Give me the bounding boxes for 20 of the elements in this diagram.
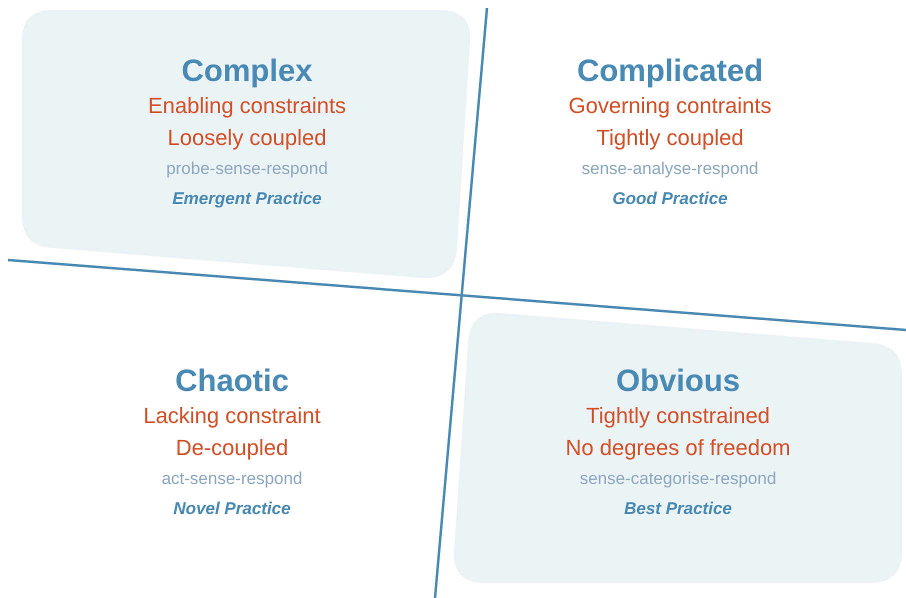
domain-heading: Obvious [616, 362, 740, 400]
approach-text: act-sense-respond [162, 468, 302, 490]
constraint-text: Lacking constraint [143, 402, 321, 430]
approach-text: probe-sense-respond [166, 158, 328, 180]
domain-heading: Complex [182, 52, 312, 90]
coupling-text: De-coupled [176, 434, 288, 462]
practice-text: Emergent Practice [172, 188, 322, 210]
coupling-text: Loosely coupled [167, 124, 326, 152]
constraint-text: Tightly constrained [586, 402, 770, 430]
constraint-text: Governing contraints [568, 92, 772, 120]
practice-text: Good Practice [612, 188, 728, 210]
coupling-text: No degrees of freedom [565, 434, 791, 462]
constraint-text: Enabling constraints [148, 92, 346, 120]
coupling-text: Tightly coupled [596, 124, 744, 152]
approach-text: sense-categorise-respond [580, 468, 776, 490]
domain-heading: Chaotic [175, 362, 289, 400]
practice-text: Novel Practice [173, 498, 291, 520]
practice-text: Best Practice [624, 498, 732, 520]
approach-text: sense-analyse-respond [582, 158, 758, 180]
domain-heading: Complicated [576, 52, 764, 90]
